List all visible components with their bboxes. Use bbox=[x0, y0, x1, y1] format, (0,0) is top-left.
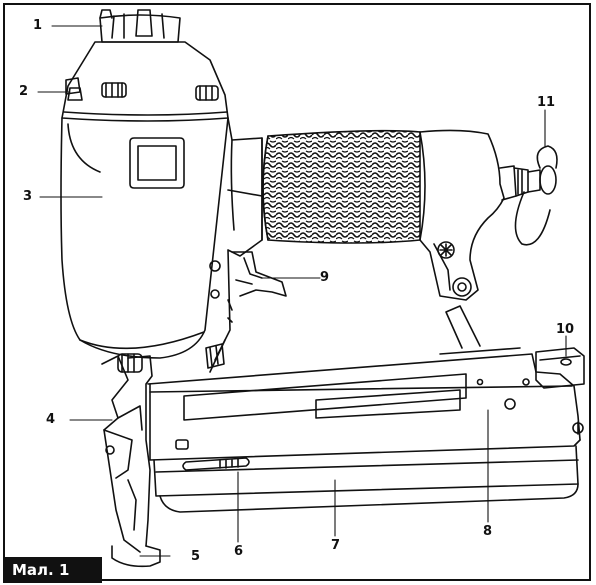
diagram-frame bbox=[3, 3, 591, 581]
callout-1: 1 bbox=[33, 18, 43, 33]
exhaust-cap bbox=[99, 9, 181, 43]
callout-7: 7 bbox=[331, 538, 341, 553]
cylinder-cap bbox=[61, 41, 229, 122]
magazine-latch bbox=[535, 347, 585, 389]
callout-6: 6 bbox=[234, 544, 244, 559]
callout-11: 11 bbox=[537, 95, 556, 110]
grip-sleeve bbox=[262, 129, 426, 244]
depth-adjust-slot bbox=[175, 439, 250, 471]
callout-5: 5 bbox=[191, 549, 201, 564]
main-housing bbox=[60, 117, 229, 359]
magazine-rail bbox=[153, 421, 584, 513]
callout-4: 4 bbox=[46, 412, 56, 427]
magazine bbox=[147, 305, 581, 461]
callout-9: 9 bbox=[320, 270, 330, 285]
nose-assembly bbox=[101, 343, 225, 568]
callout-8: 8 bbox=[483, 524, 493, 539]
leader-lines bbox=[37, 25, 567, 557]
callout-10: 10 bbox=[556, 322, 575, 337]
handle-frame bbox=[209, 117, 263, 373]
figure-label: Мал. 1 bbox=[3, 557, 102, 583]
callout-3: 3 bbox=[23, 189, 33, 204]
callout-2: 2 bbox=[19, 84, 29, 99]
rear-housing bbox=[419, 129, 505, 301]
trigger bbox=[231, 251, 287, 297]
air-fitting bbox=[499, 145, 558, 246]
